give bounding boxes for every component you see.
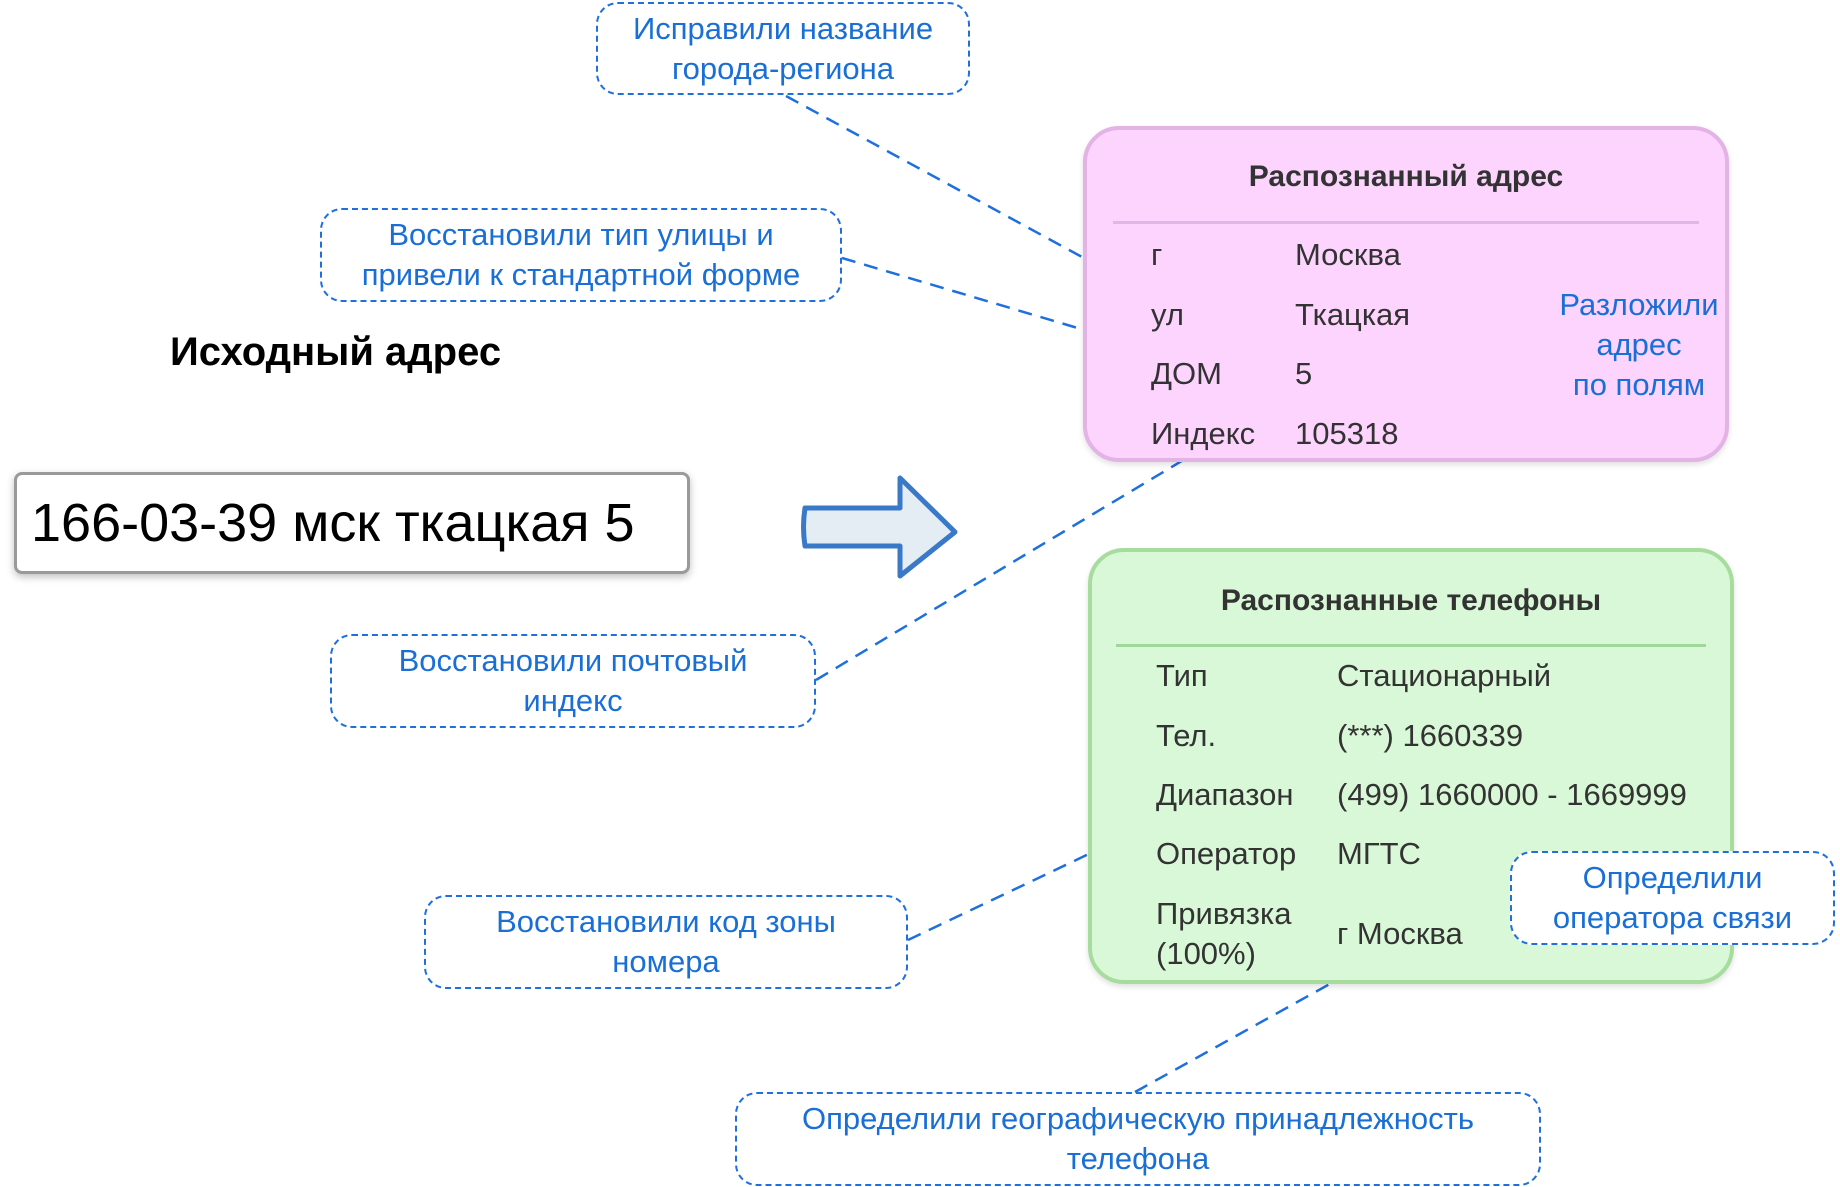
address-label-postal: Индекс [1151, 416, 1256, 451]
phone-value-binding: г Москва [1337, 916, 1463, 951]
phone-label-number: Тел. [1156, 718, 1217, 753]
phone-value-type: Стационарный [1337, 658, 1552, 693]
address-fields-note: Разложили адрес по полям [1559, 287, 1719, 402]
address-card-title: Распознанный адрес [1248, 160, 1564, 193]
address-value-city: Москва [1295, 237, 1401, 272]
phone-label-operator: Оператор [1156, 836, 1297, 871]
phone-value-number: (***) 1660339 [1337, 718, 1524, 753]
phone-label-type: Тип [1156, 658, 1208, 693]
phone-label-binding: Привязка (100%) [1156, 896, 1292, 971]
source-address-title: Исходный адрес [170, 330, 502, 374]
source-address-value: 166-03-39 мск ткацкая 5 [31, 493, 635, 553]
address-value-street: Ткацкая [1295, 297, 1411, 332]
source-address-input[interactable]: 166-03-39 мск ткацкая 5 [14, 472, 690, 574]
address-label-city: г [1151, 237, 1163, 272]
note-geo-detected: Определили географическую принадлежность… [735, 1092, 1541, 1186]
connector-postal [815, 454, 1191, 682]
note-area-code-restored: Восстановили код зоны номера [424, 895, 908, 989]
note-street-restored: Восстановили тип улицы и привели к станд… [320, 208, 842, 302]
phones-card-title: Распознанные телефоны [1220, 584, 1602, 617]
phone-value-operator: МГТС [1337, 836, 1421, 871]
address-card-divider [1113, 221, 1699, 224]
note-operator-detected: Определили оператора связи [1510, 851, 1835, 945]
address-label-street: ул [1151, 297, 1184, 332]
address-value-house: 5 [1295, 356, 1313, 391]
arrow-right-icon [801, 475, 958, 579]
note-postal-restored: Восстановили почтовый индекс [330, 634, 816, 728]
recognized-address-card: Распознанный адрес г Москва ул Ткацкая Д… [1083, 126, 1729, 462]
phones-card-divider [1116, 644, 1706, 647]
phone-value-range: (499) 1660000 - 1669999 [1337, 777, 1687, 812]
phone-label-range: Диапазон [1156, 777, 1294, 812]
address-value-postal: 105318 [1295, 416, 1399, 451]
note-city-fixed: Исправили название города-региона [596, 2, 970, 95]
address-label-house: ДОМ [1151, 356, 1222, 391]
